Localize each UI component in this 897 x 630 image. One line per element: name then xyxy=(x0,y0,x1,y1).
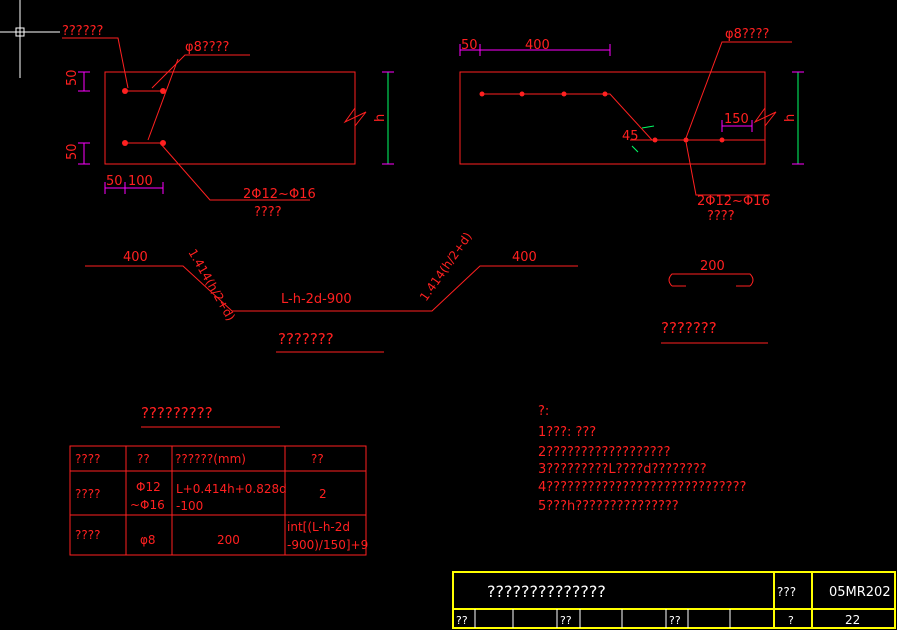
table-r1-c2b: -100 xyxy=(176,499,203,513)
table-r2-c3a: int[(L-h-2d xyxy=(287,520,350,534)
dim-400-top-right: 400 xyxy=(525,38,550,53)
bent-dim-left-400: 400 xyxy=(123,250,148,265)
table-r1-c2a: L+0.414h+0.828d xyxy=(176,482,287,496)
material-table xyxy=(69,445,367,556)
beam-detail-left xyxy=(62,37,394,201)
stirrup-dim-200: 200 xyxy=(700,259,725,274)
bent-bar-caption: ??????? xyxy=(278,330,334,348)
title-block-code: 05MR202 xyxy=(829,585,891,600)
crosshair-cursor xyxy=(0,0,60,78)
bent-dim-right-400: 400 xyxy=(512,250,537,265)
note-line-0: ?: xyxy=(538,404,549,419)
beam-detail-right xyxy=(459,41,804,196)
table-title: ????????? xyxy=(141,404,213,422)
dim-150-right: 150 xyxy=(724,112,749,127)
bent-slope-right: 1.414(h/2+d) xyxy=(417,230,475,304)
label-bars-right: 2Φ12~Φ16 xyxy=(697,194,770,209)
table-header-1: ?? xyxy=(137,452,150,466)
title-block-cell-0: ?? xyxy=(456,614,468,627)
label-bars-left: 2Φ12~Φ16 xyxy=(243,187,316,202)
dim-50-bottom-left: 50 xyxy=(65,143,80,160)
table-r1-c0: ???? xyxy=(75,487,100,501)
stirrup-caption: ??????? xyxy=(661,319,717,337)
dim-50-top-left: 50 xyxy=(65,69,80,86)
note-line-4: 4????????????????????????????? xyxy=(538,480,746,495)
title-block-title: ?????????????? xyxy=(487,582,606,601)
label-stirrup-d8-left: φ8???? xyxy=(185,40,229,55)
table-r2-c0: ???? xyxy=(75,528,100,542)
dim-h-right: h xyxy=(783,114,798,122)
title-block-page-number: 22 xyxy=(845,613,860,627)
notes-block: ?: 1???: ??? 2?????????????????? 3??????… xyxy=(538,404,746,514)
dim-h-left: h xyxy=(373,114,388,122)
table-r1-c1b: ~Φ16 xyxy=(130,498,165,512)
table-r2-c3b: -900)/150]+9 xyxy=(287,538,368,552)
table-r1-c3: 2 xyxy=(319,487,327,501)
note-line-1: 1???: ??? xyxy=(538,425,596,440)
dim-100-bottom-row: 100 xyxy=(128,174,153,189)
label-stirrup-d8-right: φ8???? xyxy=(725,27,769,42)
title-block xyxy=(452,571,896,629)
angle-45-label: 45 xyxy=(622,129,639,144)
bent-slope-left: 1.414(h/2+d) xyxy=(185,247,237,324)
title-block-cell-2: ?? xyxy=(669,614,681,627)
bent-bottom-length: L-h-2d-900 xyxy=(281,292,352,307)
stirrup-shape xyxy=(661,273,768,344)
table-r1-c1a: Φ12 xyxy=(136,480,161,494)
label-bars-sub-left: ???? xyxy=(254,205,282,220)
table-header-0: ???? xyxy=(75,452,100,466)
dim-50-bottom-row: 50 xyxy=(106,174,123,189)
table-header-3: ?? xyxy=(311,452,324,466)
table-r2-c2a: 200 xyxy=(217,533,240,547)
note-line-2: 2?????????????????? xyxy=(538,445,670,460)
title-block-cell-1: ?? xyxy=(560,614,572,627)
note-line-3: 3?????????L????d???????? xyxy=(538,462,707,477)
label-top-left: ?????? xyxy=(62,24,103,39)
label-bars-sub-right: ???? xyxy=(707,209,735,224)
table-r2-c1a: φ8 xyxy=(140,533,156,547)
title-block-cell-3: ? xyxy=(788,614,794,627)
note-line-5: 5???h??????????????? xyxy=(538,499,679,514)
dim-50-top-right: 50 xyxy=(461,38,478,53)
title-block-code-label: ??? xyxy=(777,585,796,599)
table-header-2: ??????(mm) xyxy=(175,452,246,466)
bent-bar-shape xyxy=(85,265,578,353)
